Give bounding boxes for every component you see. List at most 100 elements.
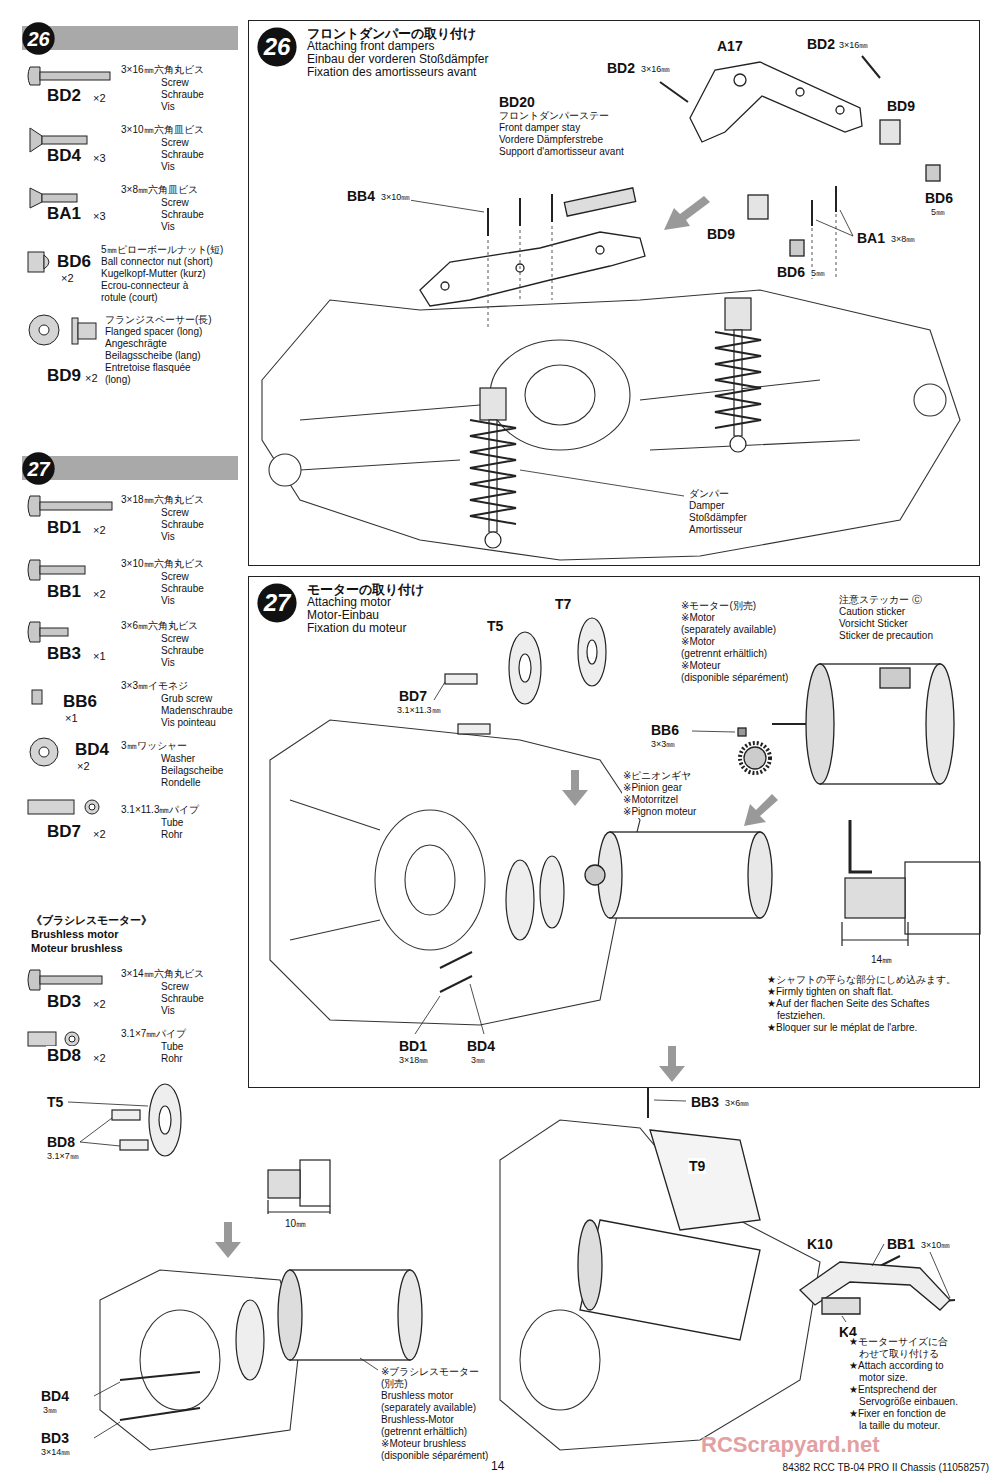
assembly-arrow: [664, 196, 710, 230]
part-description: Rondelle: [160, 777, 201, 789]
motor-drawing: [880, 668, 910, 688]
screw-icon: [42, 194, 77, 202]
assembly-arrow: [215, 196, 778, 1258]
small-screw: [120, 56, 955, 1420]
dimension-label: 3×6㎜: [724, 1098, 750, 1108]
part-code: T7: [554, 596, 572, 612]
detail-view: [842, 922, 908, 946]
motor-mount: [506, 860, 534, 940]
small-screw: [488, 194, 552, 236]
part-code: T5: [46, 1094, 64, 1110]
note-text: ※Motorritzel: [622, 794, 679, 806]
part-description: Rohr: [160, 1053, 184, 1065]
damper-drawing: [715, 332, 761, 428]
damper-drawing: [489, 420, 497, 532]
quantity: ×2: [92, 828, 107, 841]
part-code: BD7: [398, 688, 428, 704]
note-text: ※ピニオンギヤ: [622, 770, 692, 782]
section-heading: 《ブラシレスモーター》: [30, 914, 153, 927]
chassis-drawing: [525, 365, 595, 425]
page-footer: 14: [490, 1460, 505, 1474]
step-circle: [22, 22, 54, 54]
part-icon: [29, 315, 59, 345]
part-code: BD4: [46, 146, 82, 166]
part-description: 3㎜ワッシャー: [120, 740, 188, 752]
part-code: BD3: [46, 992, 82, 1012]
note-text: ※Pinion gear: [622, 782, 683, 794]
part-description: Schraube: [160, 583, 205, 595]
part-description: 3.1×7㎜パイプ: [120, 1028, 187, 1040]
watermark: RCScrapyard.net: [700, 1432, 881, 1457]
part-description: フランジスペーサー(長): [104, 314, 213, 326]
damper-drawing: [730, 436, 746, 452]
damper-stay: [420, 62, 940, 306]
note-text: ★Fixer en fonction de: [848, 1408, 947, 1420]
part-description: Tube: [160, 1041, 184, 1053]
part-description: Schraube: [160, 209, 205, 221]
step-title: モーターの取り付けAttaching motorMotor-EinbauFixa…: [307, 583, 424, 635]
motor-drawing: [926, 664, 954, 784]
motor-drawing: [806, 664, 834, 784]
screw-icon: [28, 67, 112, 990]
page-footer: 84382 RCC TB-04 PRO II Chassis (11058257…: [782, 1462, 990, 1474]
leader-line: [415, 984, 484, 1034]
note-text: (getrennt erhältlich): [380, 1426, 468, 1438]
part-description: Vis: [160, 1005, 176, 1017]
dimension-label: 10㎜: [284, 1218, 307, 1230]
part-icon: [72, 318, 78, 344]
part-description: ダンパー: [688, 488, 730, 500]
small-screw: [812, 186, 836, 226]
note-text: ★シャフトの平らな部分にしめ込みます。: [766, 974, 957, 986]
note-text: ★Bloquer sur le méplat de l'arbre.: [766, 1022, 918, 1034]
detail-view: [300, 1160, 330, 1206]
part-code: BD9: [706, 226, 736, 242]
damper-stay: [926, 165, 940, 181]
note-text: festziehen.: [776, 1010, 826, 1022]
part-description: 3×18㎜六角丸ビス: [120, 494, 205, 506]
part-description: Washer: [160, 753, 196, 765]
dimension-label: 3㎜: [42, 1405, 58, 1415]
step-title-line: Attaching motor: [307, 596, 424, 609]
part-description: Schraube: [160, 645, 205, 657]
screw-icon: [30, 128, 42, 152]
note-text: Caution sticker: [838, 606, 906, 618]
part-icon: [28, 252, 44, 272]
damper-stay: [790, 240, 804, 256]
leader-line: [816, 210, 853, 236]
part-description: (long): [104, 374, 132, 386]
part-code: BB4: [346, 188, 376, 204]
note-text: ※モーター(別売): [680, 600, 757, 612]
leader-line: [68, 1102, 148, 1106]
screw-icon: [40, 976, 102, 984]
small-screw: [660, 56, 880, 102]
part-description: Kugelkopf-Mutter (kurz): [100, 268, 206, 280]
part-description: Vis pointeau: [160, 717, 217, 729]
note-text: Servogröße einbauen.: [858, 1396, 959, 1408]
chassis-drawing: [500, 1120, 820, 1450]
motor-mount: [587, 640, 597, 664]
part-icon: [39, 325, 49, 335]
step-number-text: 27: [27, 459, 49, 479]
screw-icon: [32, 690, 42, 704]
part-description: Vis: [160, 161, 176, 173]
part-description: Stoßdämpfer: [688, 512, 748, 524]
part-code: BD6: [924, 190, 954, 206]
motor-drawing: [744, 747, 766, 769]
part-code: BD6: [776, 264, 806, 280]
part-description: Flanged spacer (long): [104, 326, 203, 338]
chassis-drawing: [300, 380, 860, 470]
quantity: ×2: [76, 760, 91, 773]
part-icon: [39, 747, 49, 757]
part-description: Entretoise flasquée: [104, 362, 192, 374]
part-description: 3×16㎜六角丸ビス: [120, 64, 205, 76]
dimension-label: 3.1×7㎜: [46, 1151, 80, 1161]
motor-drawing: [738, 728, 746, 736]
part-icon: [89, 804, 95, 810]
chassis-drawing: [269, 454, 301, 486]
part-description: Screw: [160, 507, 190, 519]
part-description: Schraube: [160, 993, 205, 1005]
step-title-line: Fixation des amortisseurs avant: [307, 66, 488, 79]
dimension-label: 3×16㎜: [838, 40, 869, 50]
screw-icon: [28, 622, 40, 642]
note-text: ★モーターサイズに合: [848, 1336, 949, 1348]
